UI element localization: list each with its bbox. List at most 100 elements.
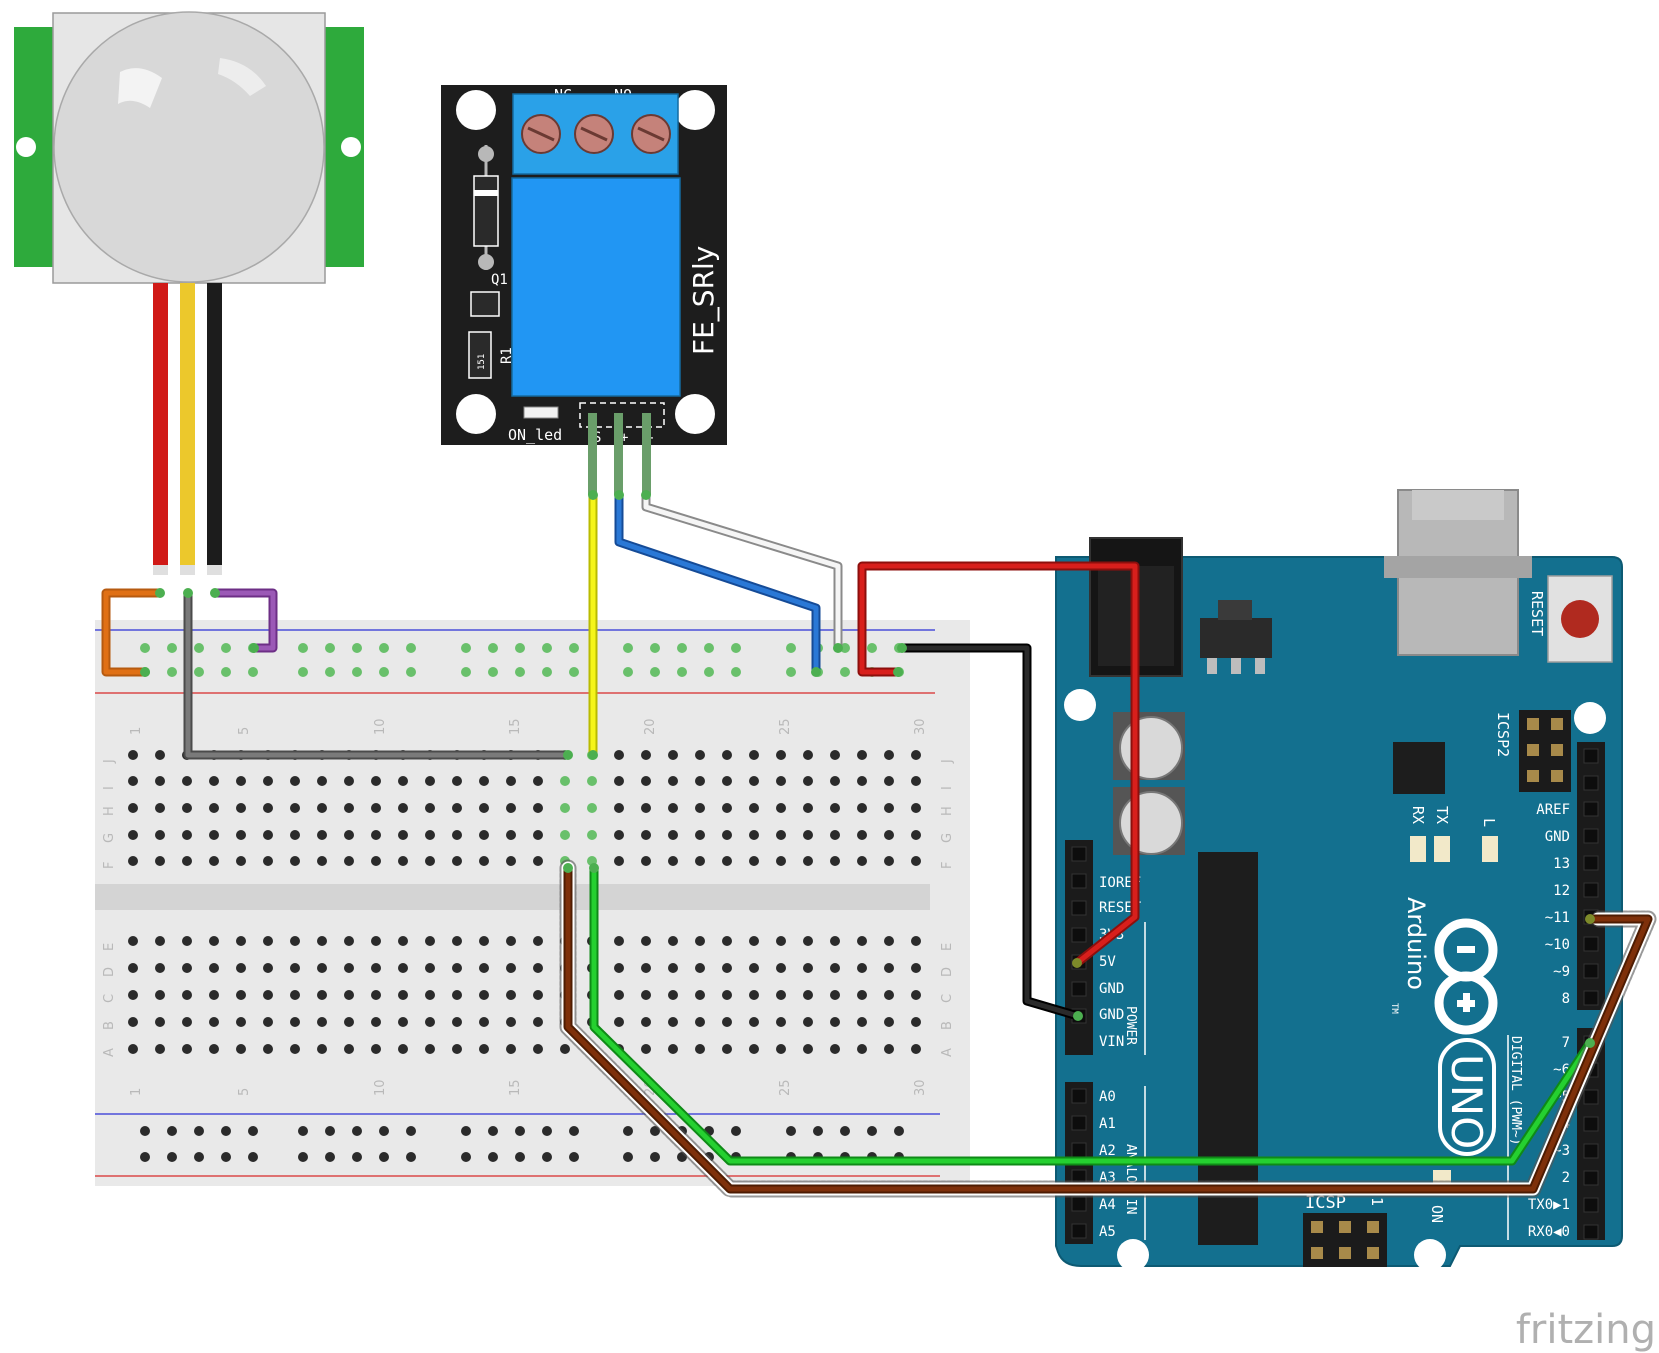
- breadboard-hole[interactable]: [371, 776, 381, 786]
- breadboard-hole[interactable]: [776, 803, 786, 813]
- breadboard-hole[interactable]: [506, 963, 516, 973]
- rail-hole[interactable]: [167, 1152, 177, 1162]
- breadboard-hole[interactable]: [695, 936, 705, 946]
- breadboard-hole[interactable]: [614, 1017, 624, 1027]
- breadboard-hole[interactable]: [209, 1017, 219, 1027]
- breadboard-hole[interactable]: [263, 1017, 273, 1027]
- breadboard-hole[interactable]: [398, 1044, 408, 1054]
- breadboard-hole[interactable]: [155, 803, 165, 813]
- breadboard-hole[interactable]: [911, 936, 921, 946]
- breadboard-hole[interactable]: [452, 1017, 462, 1027]
- breadboard-hole[interactable]: [182, 1017, 192, 1027]
- breadboard-hole[interactable]: [830, 990, 840, 1000]
- breadboard-hole[interactable]: [398, 803, 408, 813]
- breadboard-hole[interactable]: [857, 830, 867, 840]
- header-pin-socket[interactable]: [1583, 963, 1599, 979]
- rail-hole[interactable]: [140, 643, 150, 653]
- breadboard-hole[interactable]: [722, 803, 732, 813]
- breadboard-hole[interactable]: [587, 776, 597, 786]
- rail-hole[interactable]: [569, 1126, 579, 1136]
- breadboard-hole[interactable]: [533, 1044, 543, 1054]
- breadboard-hole[interactable]: [452, 830, 462, 840]
- breadboard-hole[interactable]: [290, 776, 300, 786]
- rail-hole[interactable]: [488, 667, 498, 677]
- breadboard-hole[interactable]: [776, 856, 786, 866]
- breadboard-hole[interactable]: [668, 830, 678, 840]
- header-pin-socket[interactable]: [1583, 1143, 1599, 1159]
- rail-hole[interactable]: [406, 1126, 416, 1136]
- breadboard-hole[interactable]: [344, 963, 354, 973]
- breadboard-hole[interactable]: [506, 830, 516, 840]
- breadboard-hole[interactable]: [398, 856, 408, 866]
- breadboard-hole[interactable]: [155, 750, 165, 760]
- breadboard-hole[interactable]: [722, 830, 732, 840]
- rail-hole[interactable]: [325, 667, 335, 677]
- breadboard-hole[interactable]: [371, 1044, 381, 1054]
- breadboard-hole[interactable]: [695, 963, 705, 973]
- breadboard-hole[interactable]: [776, 830, 786, 840]
- breadboard-hole[interactable]: [884, 990, 894, 1000]
- breadboard-hole[interactable]: [236, 963, 246, 973]
- breadboard-hole[interactable]: [884, 856, 894, 866]
- rail-hole[interactable]: [194, 1152, 204, 1162]
- breadboard-hole[interactable]: [749, 803, 759, 813]
- breadboard-hole[interactable]: [695, 990, 705, 1000]
- breadboard-hole[interactable]: [641, 830, 651, 840]
- breadboard-hole[interactable]: [209, 990, 219, 1000]
- breadboard-hole[interactable]: [263, 963, 273, 973]
- breadboard-hole[interactable]: [857, 1044, 867, 1054]
- header-pin-socket[interactable]: [1071, 1088, 1087, 1104]
- breadboard-hole[interactable]: [884, 776, 894, 786]
- rail-hole[interactable]: [194, 643, 204, 653]
- rail-hole[interactable]: [677, 643, 687, 653]
- breadboard-hole[interactable]: [830, 803, 840, 813]
- rail-hole[interactable]: [704, 667, 714, 677]
- breadboard-hole[interactable]: [911, 750, 921, 760]
- rail-hole[interactable]: [623, 643, 633, 653]
- breadboard-hole[interactable]: [371, 963, 381, 973]
- breadboard-hole[interactable]: [155, 1017, 165, 1027]
- header-pin-socket[interactable]: [1583, 1197, 1599, 1213]
- rail-hole[interactable]: [167, 1126, 177, 1136]
- breadboard-hole[interactable]: [263, 803, 273, 813]
- breadboard-hole[interactable]: [182, 830, 192, 840]
- breadboard-hole[interactable]: [803, 963, 813, 973]
- breadboard-hole[interactable]: [155, 963, 165, 973]
- breadboard-hole[interactable]: [182, 990, 192, 1000]
- rail-hole[interactable]: [542, 667, 552, 677]
- breadboard-hole[interactable]: [236, 856, 246, 866]
- breadboard-hole[interactable]: [317, 936, 327, 946]
- breadboard-hole[interactable]: [182, 803, 192, 813]
- rail-hole[interactable]: [298, 667, 308, 677]
- breadboard-hole[interactable]: [425, 803, 435, 813]
- breadboard-hole[interactable]: [884, 750, 894, 760]
- rail-hole[interactable]: [623, 1152, 633, 1162]
- breadboard-hole[interactable]: [803, 856, 813, 866]
- breadboard-hole[interactable]: [236, 776, 246, 786]
- breadboard-hole[interactable]: [776, 750, 786, 760]
- breadboard-hole[interactable]: [857, 963, 867, 973]
- breadboard-hole[interactable]: [533, 803, 543, 813]
- breadboard-hole[interactable]: [209, 856, 219, 866]
- breadboard-hole[interactable]: [317, 856, 327, 866]
- header-pin-socket[interactable]: [1583, 855, 1599, 871]
- rail-hole[interactable]: [542, 1152, 552, 1162]
- breadboard-hole[interactable]: [344, 803, 354, 813]
- breadboard-hole[interactable]: [776, 1017, 786, 1027]
- breadboard-hole[interactable]: [641, 856, 651, 866]
- breadboard-hole[interactable]: [695, 1044, 705, 1054]
- header-pin-socket[interactable]: [1071, 1196, 1087, 1212]
- header-pin-socket[interactable]: [1583, 1170, 1599, 1186]
- rail-hole[interactable]: [650, 643, 660, 653]
- breadboard-hole[interactable]: [668, 963, 678, 973]
- header-pin-socket[interactable]: [1583, 1116, 1599, 1132]
- breadboard-hole[interactable]: [614, 936, 624, 946]
- breadboard-hole[interactable]: [668, 776, 678, 786]
- rail-hole[interactable]: [221, 643, 231, 653]
- breadboard-hole[interactable]: [452, 776, 462, 786]
- breadboard-hole[interactable]: [533, 776, 543, 786]
- breadboard-hole[interactable]: [614, 830, 624, 840]
- breadboard-hole[interactable]: [263, 1044, 273, 1054]
- breadboard-hole[interactable]: [722, 990, 732, 1000]
- rail-hole[interactable]: [813, 1126, 823, 1136]
